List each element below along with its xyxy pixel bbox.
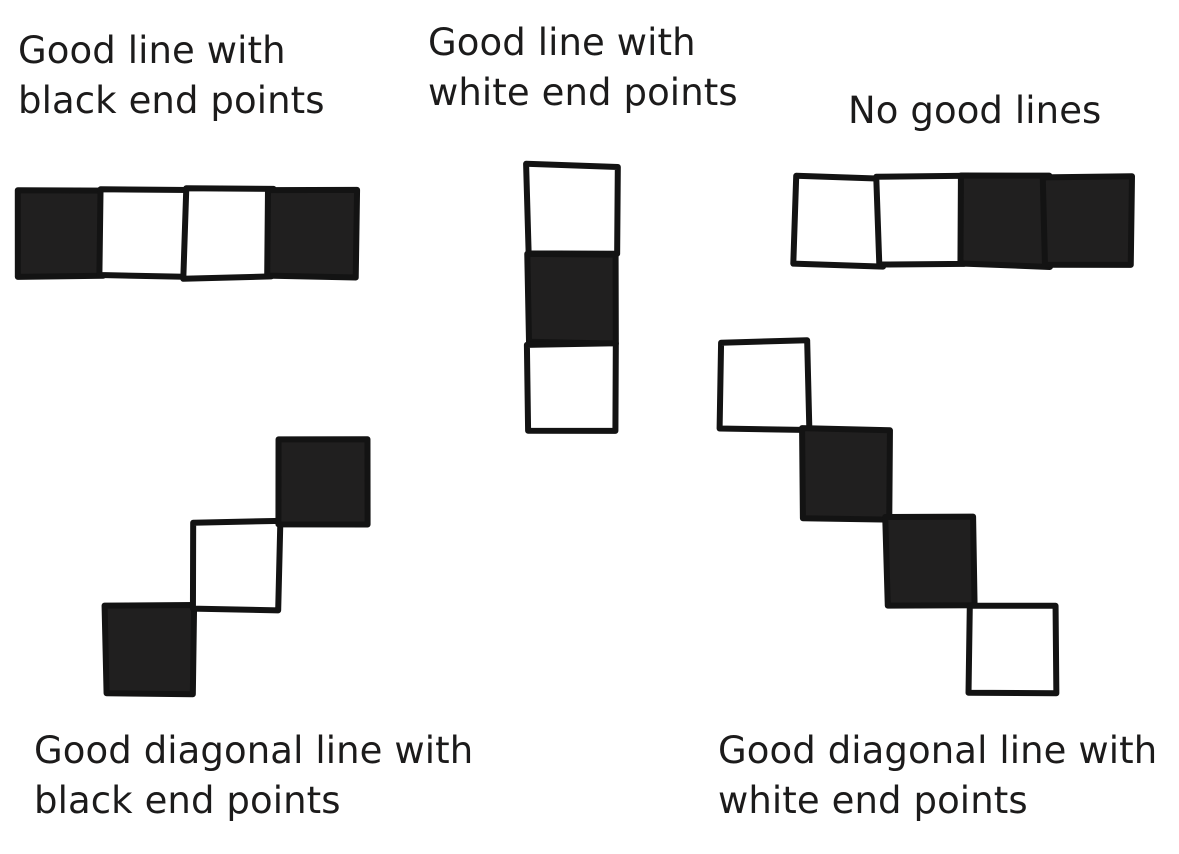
cell-white — [716, 337, 813, 433]
caption-good-diagonal-white: Good diagonal line with white end points — [718, 729, 1158, 822]
square-group-good-diagonal-black — [101, 436, 371, 698]
cell-white — [873, 172, 971, 268]
cell-white — [180, 185, 277, 282]
cell-black — [524, 250, 619, 347]
square-group-good-diagonal-white — [716, 337, 1060, 697]
square-group-no-good-lines — [790, 172, 1135, 270]
square-group-good-line-black — [14, 185, 361, 282]
cell-black — [275, 436, 371, 528]
caption-good-line-white: Good line with white end points — [428, 21, 738, 114]
cell-white — [523, 340, 619, 434]
cell-black — [882, 513, 978, 609]
cell-white — [523, 160, 621, 257]
caption-good-diagonal-black: Good diagonal line with black end points — [34, 729, 474, 822]
cell-black — [1039, 173, 1135, 268]
cell-black — [799, 425, 893, 523]
caption-no-good-lines: No good lines — [848, 89, 1102, 132]
cell-white — [96, 186, 194, 280]
cell-white — [189, 517, 284, 614]
cell-black — [264, 186, 361, 281]
cell-black — [14, 187, 110, 280]
cell-black — [101, 602, 198, 698]
cell-black — [957, 172, 1053, 270]
cell-white — [965, 602, 1060, 697]
cell-white — [790, 172, 887, 270]
square-group-good-line-white — [523, 160, 621, 434]
caption-good-line-black: Good line with black end points — [18, 29, 325, 122]
